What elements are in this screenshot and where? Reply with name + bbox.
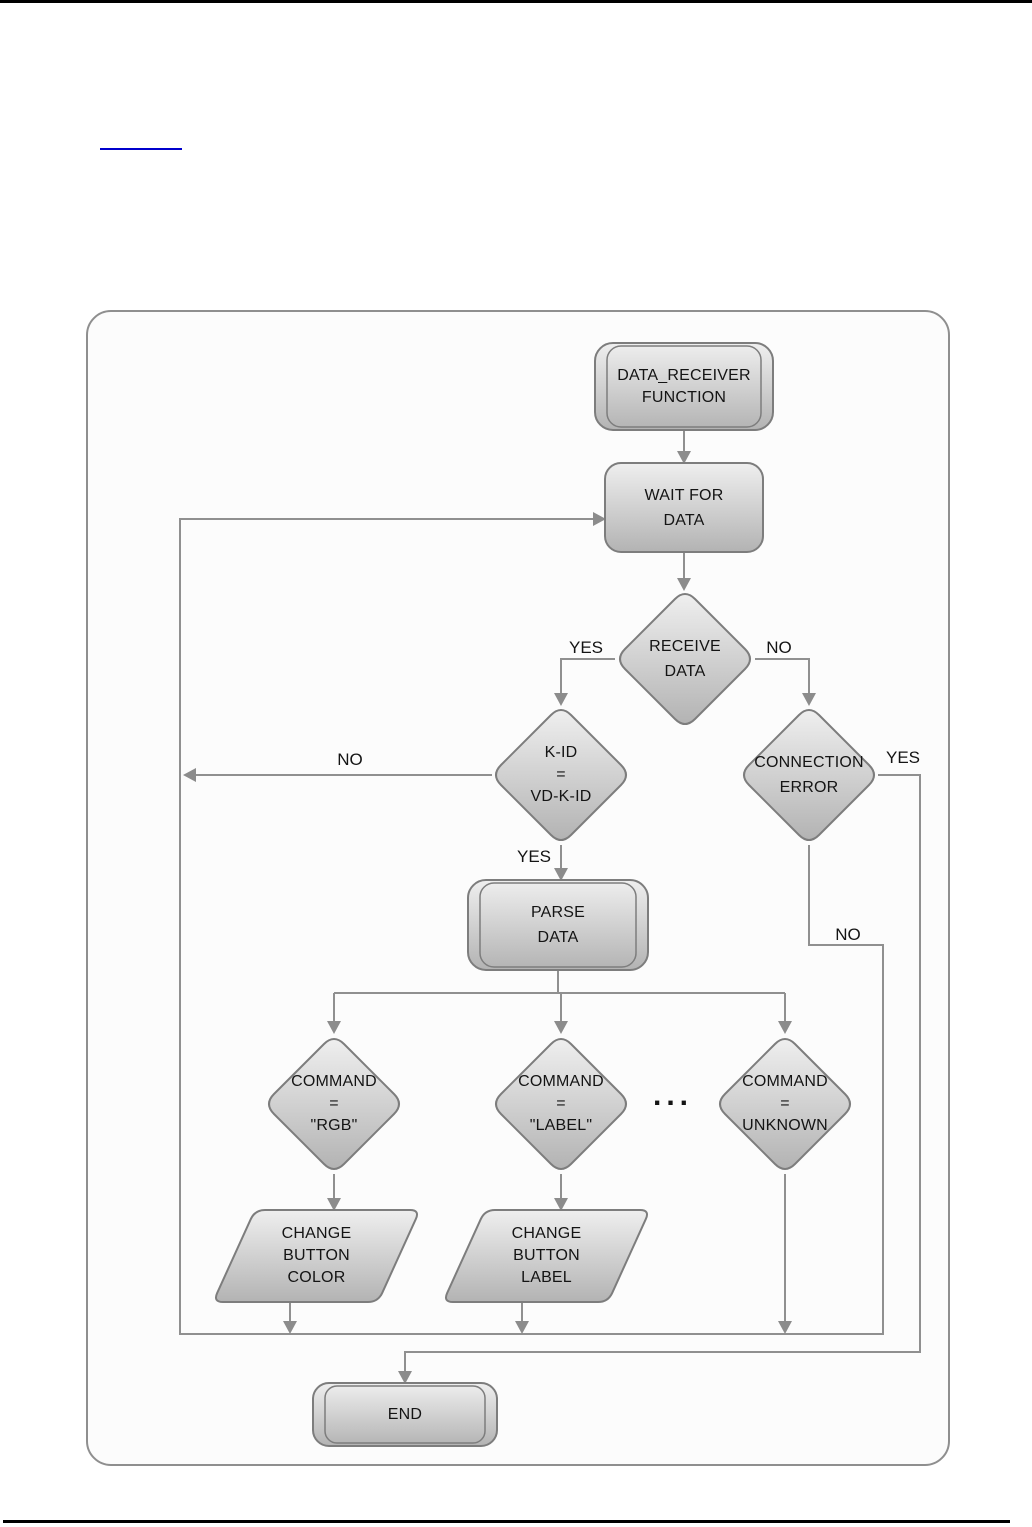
arrow-unknown-into-collector bbox=[778, 1321, 792, 1334]
cmd-rgb-label: COMMAND = "RGB" bbox=[291, 1073, 377, 1134]
arrow-into-parse bbox=[554, 868, 568, 881]
start-terminal-shape bbox=[594, 342, 774, 431]
receive-yes-label: YES bbox=[568, 638, 604, 657]
connection-error-diamond bbox=[743, 709, 875, 841]
cmd-rgb-diamond bbox=[268, 1038, 400, 1170]
key-check-yes-label: YES bbox=[516, 847, 552, 866]
cmd-unknown-diamond bbox=[719, 1038, 851, 1170]
arrow-label-into-collector bbox=[515, 1321, 529, 1334]
connection-error-label: CONNECTION ERROR bbox=[754, 754, 864, 796]
arrow-into-cmd-unknown bbox=[778, 1021, 792, 1034]
edge-receive-no bbox=[755, 658, 810, 693]
end-node-label: END bbox=[387, 1405, 423, 1423]
change-button-color-label: CHANGE BUTTON COLOR bbox=[281, 1225, 352, 1286]
hyperlink-underline[interactable] bbox=[100, 148, 182, 150]
cmd-label-diamond bbox=[495, 1038, 627, 1170]
change-button-label-label: CHANGE BUTTON LABEL bbox=[511, 1225, 582, 1286]
arrow-into-connerror bbox=[802, 693, 816, 706]
wait-for-data-label: WAIT FOR DATA bbox=[644, 486, 724, 529]
arrow-into-end bbox=[398, 1371, 412, 1384]
edge-loop-back-and-collector bbox=[179, 518, 884, 1335]
parse-data-shape bbox=[467, 879, 649, 971]
parse-data-label: PARSE DATA bbox=[530, 904, 586, 946]
arrow-keycheck-no-left bbox=[183, 768, 196, 782]
node-shapes bbox=[214, 342, 875, 1447]
change-button-label-parallelogram bbox=[444, 1209, 649, 1303]
parse-data-inner-line bbox=[479, 882, 637, 968]
end-terminal-shape bbox=[312, 1382, 498, 1447]
edge-connerror-yes-to-end bbox=[404, 774, 921, 1371]
arrow-into-change-color bbox=[327, 1198, 341, 1211]
key-check-no-label: NO bbox=[337, 750, 363, 769]
arrow-into-keycheck bbox=[554, 693, 568, 706]
cmd-label-label: COMMAND = "LABEL" bbox=[518, 1073, 604, 1134]
receive-data-label: RECEIVE DATA bbox=[649, 638, 721, 680]
connector-lines bbox=[179, 430, 921, 1371]
arrowheads bbox=[183, 451, 816, 1384]
receive-data-diamond bbox=[619, 593, 751, 725]
edge-parse-distribution bbox=[333, 970, 786, 1021]
key-check-diamond bbox=[495, 709, 627, 841]
cmd-unknown-label: COMMAND = UNKNOWN bbox=[742, 1073, 828, 1134]
edge-receive-yes bbox=[560, 658, 615, 693]
arrow-into-change-label bbox=[554, 1198, 568, 1211]
ellipsis-label: ... bbox=[652, 1079, 693, 1112]
arrow-color-into-collector bbox=[283, 1321, 297, 1334]
arrow-into-receive bbox=[677, 578, 691, 591]
connection-error-no-label: NO bbox=[835, 925, 861, 944]
end-terminal-inner-line bbox=[324, 1385, 486, 1444]
start-node-label: DATA_RECEIVER FUNCTION bbox=[617, 366, 751, 406]
receive-no-label: NO bbox=[766, 638, 792, 657]
page-bottom-rule bbox=[3, 1520, 1010, 1523]
wait-for-data-shape bbox=[604, 462, 764, 553]
arrow-loop-into-wait bbox=[593, 512, 606, 526]
connection-error-yes-label: YES bbox=[885, 748, 921, 767]
arrow-into-cmd-rgb bbox=[327, 1021, 341, 1034]
key-check-label: K-ID = VD-K-ID bbox=[530, 744, 592, 805]
arrow-into-wait-top bbox=[677, 451, 691, 464]
change-button-color-parallelogram bbox=[214, 1209, 419, 1303]
arrow-into-cmd-label bbox=[554, 1021, 568, 1034]
start-terminal-inner-line bbox=[606, 345, 762, 428]
page-top-rule bbox=[0, 0, 1032, 3]
